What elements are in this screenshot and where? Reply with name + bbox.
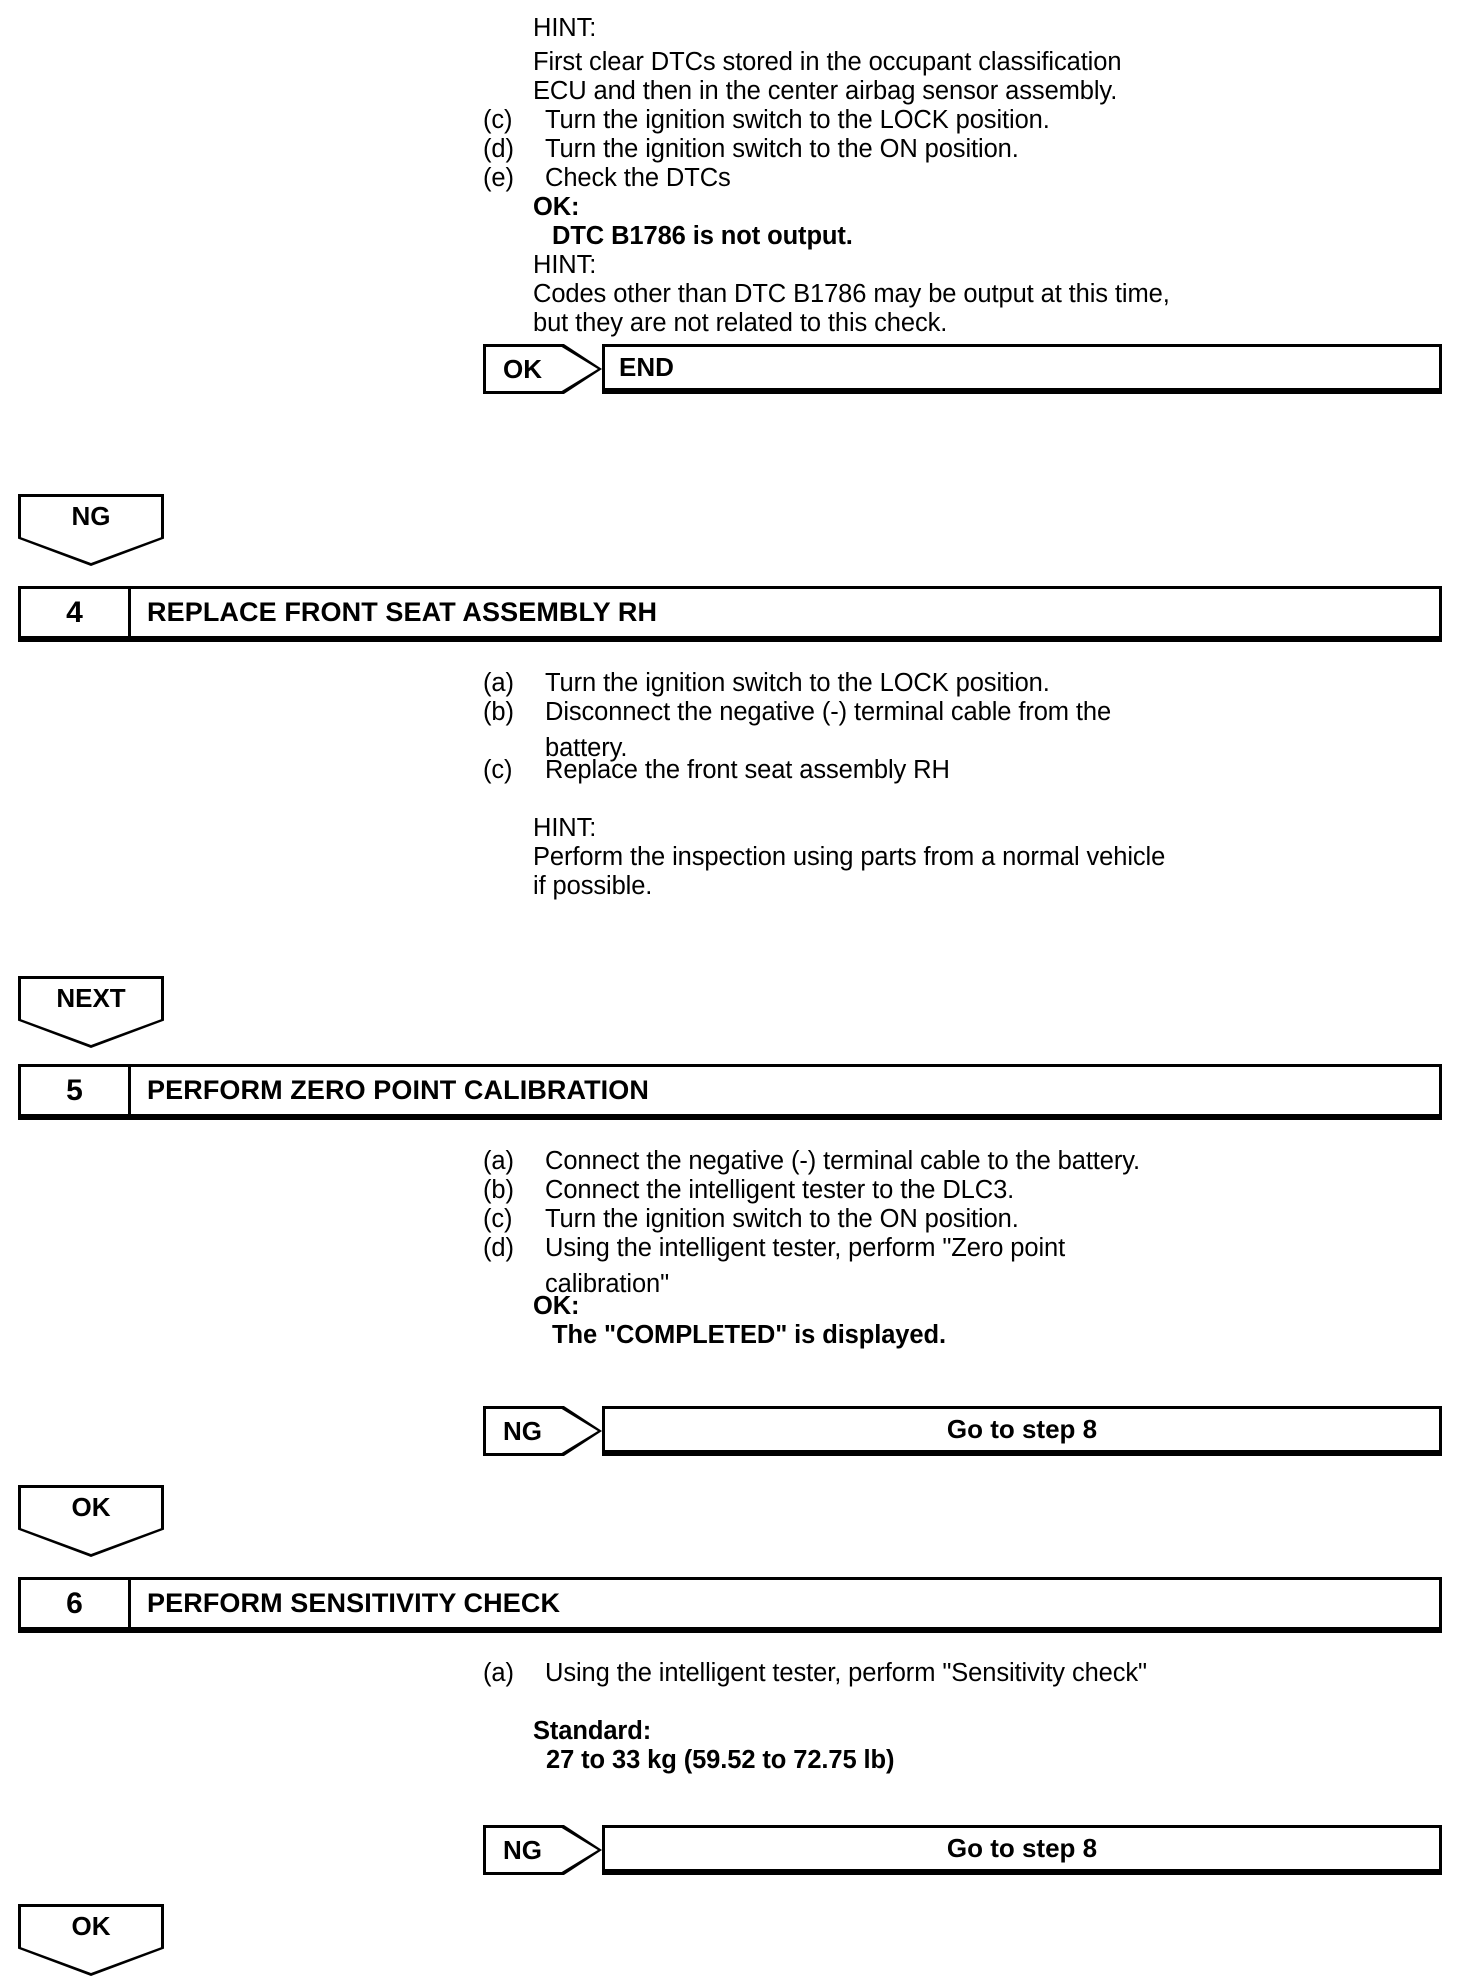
step3-item-c-text: Turn the ignition switch to the LOCK pos… — [545, 106, 1050, 134]
step5-item-a-label: (a) — [483, 1147, 514, 1175]
step4-item-a: (a) Turn the ignition switch to the LOCK… — [483, 665, 1143, 701]
step3-hint-label: HINT: — [533, 14, 597, 42]
step5-result-row: NG Go to step 8 — [483, 1406, 1442, 1456]
step5-item-b-label: (b) — [483, 1176, 514, 1204]
step3-item-c: (c) Turn the ignition switch to the LOCK… — [483, 102, 1143, 138]
step-header-5: 5 PERFORM ZERO POINT CALIBRATION — [18, 1064, 1442, 1120]
step4-item-a-text: Turn the ignition switch to the LOCK pos… — [545, 669, 1050, 697]
step5-item-d-label: (d) — [483, 1234, 514, 1262]
step-6-title: PERFORM SENSITIVITY CHECK — [147, 1588, 561, 1618]
step3-item-e-label: (e) — [483, 164, 514, 192]
step5-item-d: (d) Using the intelligent tester, perfor… — [483, 1230, 1163, 1302]
branch-ng-after-step3: NG — [18, 494, 164, 566]
step3-ok-value: DTC B1786 is not output. — [552, 222, 853, 250]
step3-item-e-text: Check the DTCs — [545, 164, 731, 192]
step3-hint-line-1: First clear DTCs stored in the occupant … — [533, 48, 1122, 76]
step3-result-box-end: END — [602, 344, 1442, 394]
step3-item-e: (e) Check the DTCs — [483, 160, 1143, 196]
step4-item-c: (c) Replace the front seat assembly RH — [483, 752, 1143, 788]
step6-result-box-label: Go to step 8 — [946, 1833, 1098, 1863]
step-5-number: 5 — [21, 1067, 131, 1114]
step6-item-a-label: (a) — [483, 1659, 514, 1687]
step4-item-c-text: Replace the front seat assembly RH — [545, 756, 950, 784]
step4-item-a-label: (a) — [483, 669, 514, 697]
step5-ok-value: The "COMPLETED" is displayed. — [552, 1321, 946, 1349]
branch-ok-after-step6: OK — [18, 1904, 164, 1976]
step5-result-box-label: Go to step 8 — [946, 1414, 1098, 1444]
step6-standard-value: 27 to 33 kg (59.52 to 72.75 lb) — [546, 1746, 895, 1774]
step4-item-c-label: (c) — [483, 756, 513, 784]
step4-item-b-label: (b) — [483, 698, 514, 726]
step4-hint-line-1: Perform the inspection using parts from … — [533, 843, 1166, 871]
step4-hint-label: HINT: — [533, 814, 597, 842]
step6-result-arrow-label: NG — [503, 1834, 542, 1865]
branch-ok-after-step6-label: OK — [71, 1911, 111, 1941]
branch-ok-after-step5-label: OK — [71, 1492, 111, 1522]
step-header-6: 6 PERFORM SENSITIVITY CHECK — [18, 1577, 1442, 1633]
step3-result-row: OK END — [483, 344, 1442, 394]
step3-hint2-line-1: Codes other than DTC B1786 may be output… — [533, 280, 1170, 308]
step5-result-arrow-ng: NG — [483, 1406, 602, 1456]
step3-item-d: (d) Turn the ignition switch to the ON p… — [483, 131, 1143, 167]
step4-item-b-text: Disconnect the negative (-) terminal cab… — [545, 698, 1112, 762]
step3-item-c-label: (c) — [483, 106, 513, 134]
step5-item-d-text: Using the intelligent tester, perform "Z… — [545, 1234, 1066, 1298]
step5-item-c-label: (c) — [483, 1205, 513, 1233]
step3-result-arrow-label: OK — [503, 353, 542, 384]
branch-ng-after-step3-label: NG — [71, 501, 111, 531]
step-header-4: 4 REPLACE FRONT SEAT ASSEMBLY RH — [18, 586, 1442, 642]
step3-result-box-label: END — [619, 352, 674, 382]
step5-item-a: (a) Connect the negative (-) terminal ca… — [483, 1143, 1163, 1179]
step6-item-a: (a) Using the intelligent tester, perfor… — [483, 1655, 1163, 1691]
step6-result-arrow-ng: NG — [483, 1825, 602, 1875]
step5-item-a-text: Connect the negative (-) terminal cable … — [545, 1147, 1141, 1175]
step6-item-a-text: Using the intelligent tester, perform "S… — [545, 1659, 1148, 1687]
branch-next-after-step4-label: NEXT — [56, 983, 126, 1013]
step5-result-box-goto: Go to step 8 — [602, 1406, 1442, 1456]
step3-item-d-label: (d) — [483, 135, 514, 163]
step6-standard-label: Standard: — [533, 1717, 652, 1745]
step3-ok-label: OK: — [533, 193, 580, 221]
step5-ok-label: OK: — [533, 1292, 580, 1320]
step6-result-row: NG Go to step 8 — [483, 1825, 1442, 1875]
step3-hint2-line-2: but they are not related to this check. — [533, 309, 948, 337]
step5-item-b-text: Connect the intelligent tester to the DL… — [545, 1176, 1015, 1204]
step4-hint-line-2: if possible. — [533, 872, 653, 900]
step-4-title: REPLACE FRONT SEAT ASSEMBLY RH — [147, 597, 658, 627]
step6-result-box-goto: Go to step 8 — [602, 1825, 1442, 1875]
step5-item-c: (c) Turn the ignition switch to the ON p… — [483, 1201, 1163, 1237]
step5-item-b: (b) Connect the intelligent tester to th… — [483, 1172, 1163, 1208]
step3-hint2-label: HINT: — [533, 251, 597, 279]
step3-result-arrow-ok: OK — [483, 344, 602, 394]
step5-result-arrow-label: NG — [503, 1415, 542, 1446]
step-4-number: 4 — [21, 589, 131, 636]
step-5-title: PERFORM ZERO POINT CALIBRATION — [147, 1075, 649, 1105]
step3-hint-line-2: ECU and then in the center airbag sensor… — [533, 77, 1118, 105]
step5-item-c-text: Turn the ignition switch to the ON posit… — [545, 1205, 1019, 1233]
step4-item-b: (b) Disconnect the negative (-) terminal… — [483, 694, 1143, 766]
branch-next-after-step4: NEXT — [18, 976, 164, 1048]
step-6-number: 6 — [21, 1580, 131, 1627]
branch-ok-after-step5: OK — [18, 1485, 164, 1557]
step3-item-d-text: Turn the ignition switch to the ON posit… — [545, 135, 1019, 163]
